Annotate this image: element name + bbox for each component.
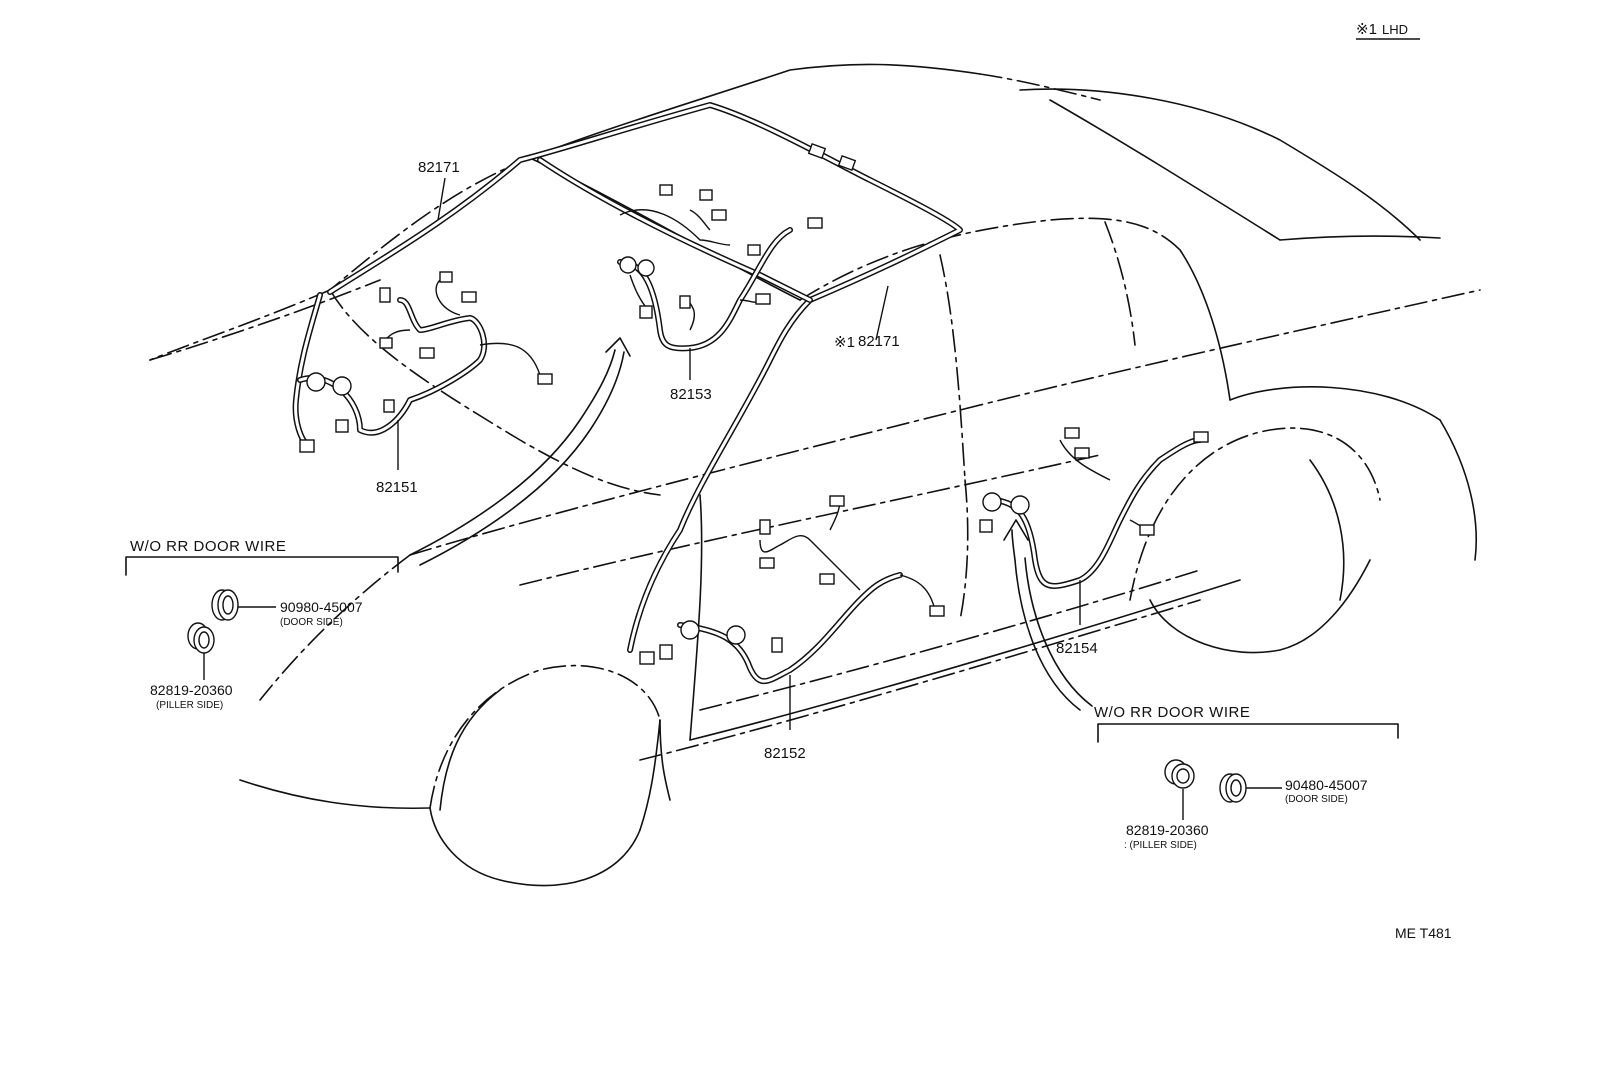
inset-left — [125, 556, 399, 680]
inset-left-part-a: 90980-45007 — [280, 599, 363, 615]
note-symbol: ※1 — [1356, 21, 1377, 38]
label-82153: 82153 — [670, 386, 712, 403]
header-note: ※1 LHD — [1356, 21, 1420, 40]
label-82171-rear: 82171 — [858, 333, 900, 350]
label-82154: 82154 — [1056, 640, 1098, 657]
inset-right — [1097, 723, 1399, 820]
harness-82154 — [979, 427, 1209, 625]
inset-left-part-b-note: (PILLER SIDE) — [156, 700, 223, 711]
label-82151: 82151 — [376, 479, 418, 496]
inset-left-part-b: 82819-20360 — [150, 682, 233, 698]
note-text: LHD — [1382, 22, 1408, 37]
harness-82151 — [292, 271, 553, 470]
harness-82152 — [659, 495, 945, 730]
inset-left-title: W/O RR DOOR WIRE — [130, 538, 286, 555]
inset-right-part-a-note: (DOOR SIDE) — [1285, 794, 1348, 805]
grommet-piller-side-right-icon — [1164, 759, 1195, 789]
roof-harness — [327, 102, 963, 665]
leader-lines — [437, 177, 889, 341]
label-82171-front: 82171 — [418, 159, 460, 176]
harness-82153 — [617, 184, 823, 380]
inset-right-part-b-note: : (PILLER SIDE) — [1124, 840, 1197, 851]
grommet-door-side-right-icon — [1219, 773, 1247, 803]
label-82171-rear-note: ※1 — [834, 334, 855, 351]
inset-right-title: W/O RR DOOR WIRE — [1094, 704, 1250, 721]
inset-left-part-a-note: (DOOR SIDE) — [280, 617, 343, 628]
grommet-piller-side-icon — [187, 622, 215, 654]
arrows — [409, 337, 1093, 711]
label-82152: 82152 — [764, 745, 806, 762]
figure-code: ME T481 — [1395, 925, 1452, 941]
inset-right-part-a: 90480-45007 — [1285, 777, 1368, 793]
inset-right-part-b: 82819-20360 — [1126, 822, 1209, 838]
car-body-outline — [149, 63, 1481, 887]
grommet-door-side-icon — [211, 589, 239, 621]
